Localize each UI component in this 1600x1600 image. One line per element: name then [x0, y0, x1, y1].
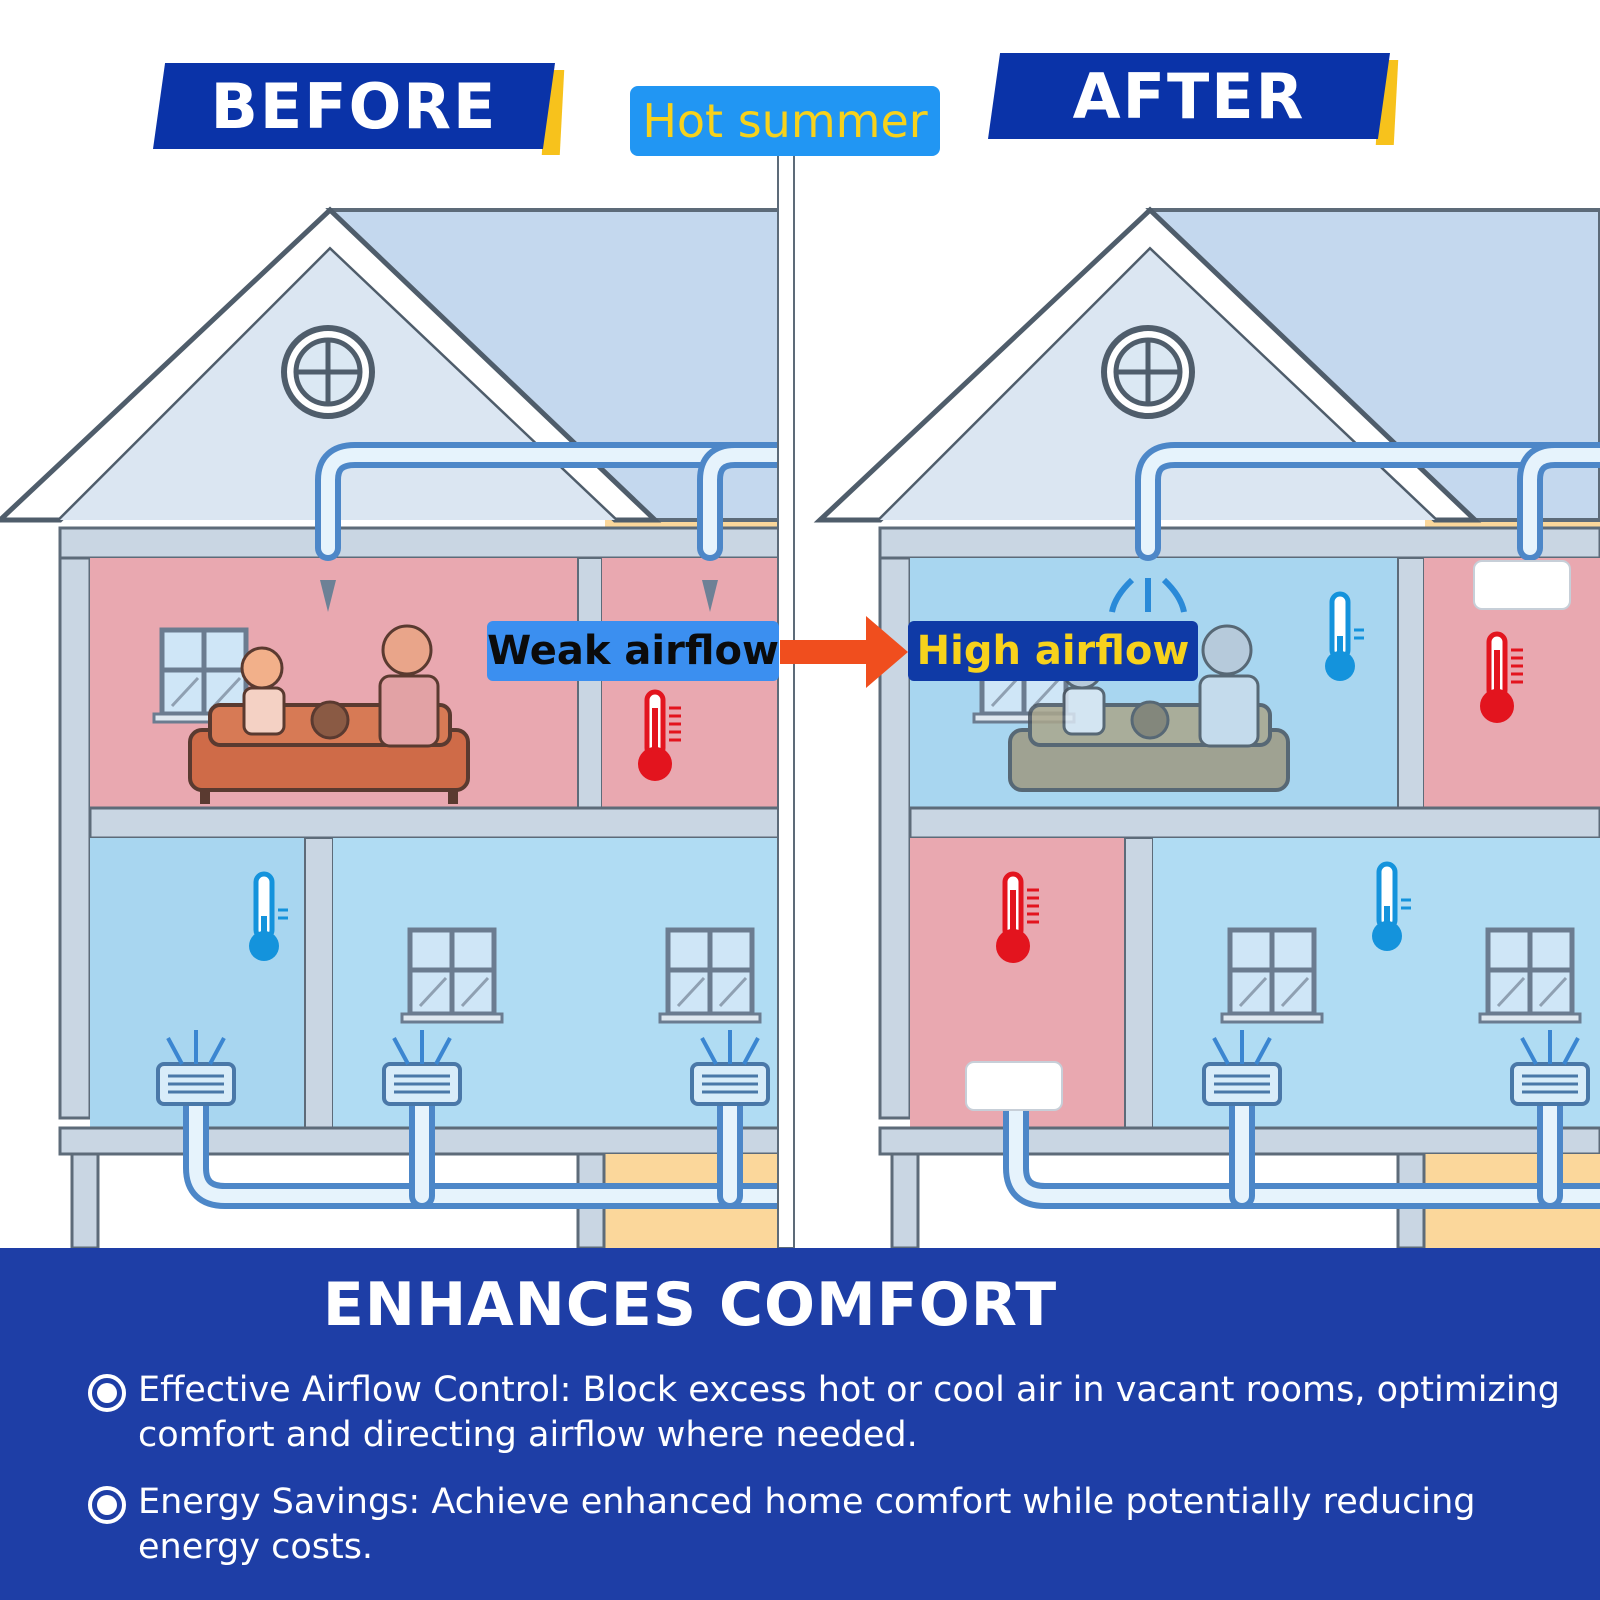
before-after-divider	[777, 154, 795, 1248]
before-lower-window-icon	[402, 930, 502, 1022]
after-attic-window-icon	[1104, 328, 1192, 416]
radio-bullet-icon	[88, 1486, 126, 1524]
after-label: AFTER	[988, 53, 1390, 139]
after-family-couch-icon	[1008, 624, 1290, 792]
after-lower-window-icon	[1222, 930, 1322, 1022]
benefit-text: Effective Airflow Control: Block excess …	[138, 1370, 1561, 1455]
benefits-title: ENHANCES COMFORT	[322, 1270, 1058, 1340]
after-strong-airflow-icon	[1109, 577, 1187, 613]
before-family-couch-icon	[188, 624, 470, 804]
after-closed-vent-cover-icon	[965, 1061, 1063, 1111]
benefit-text: Energy Savings: Achieve enhanced home co…	[138, 1482, 1476, 1567]
attic-window-icon	[284, 328, 372, 416]
benefit-item-airflow-control: Effective Airflow Control: Block excess …	[88, 1368, 1568, 1458]
before-floor-vent-icon-2	[382, 1028, 462, 1106]
benefits-panel: ENHANCES COMFORT Effective Airflow Contr…	[0, 1248, 1600, 1600]
after-lower-window-icon-2	[1480, 930, 1580, 1022]
after-closed-vent-cover-icon-2	[1473, 560, 1571, 610]
before-label: BEFORE	[153, 63, 555, 149]
after-floor-vent-icon	[1202, 1028, 1282, 1106]
benefit-item-energy-savings: Energy Savings: Achieve enhanced home co…	[88, 1480, 1568, 1570]
after-floor-vent-icon-2	[1510, 1028, 1590, 1106]
high-airflow-label: High airflow	[908, 621, 1198, 681]
before-floor-vent-icon-3	[690, 1028, 770, 1106]
before-hot-bedroom	[602, 558, 780, 808]
before-house	[0, 206, 793, 1248]
transition-arrow-icon	[780, 616, 908, 688]
season-label: Hot summer	[630, 86, 940, 156]
before-after-illustration	[0, 154, 1600, 1248]
after-house	[813, 206, 1600, 1248]
before-lower-window-icon-2	[660, 930, 760, 1022]
weak-airflow-label: Weak airflow	[487, 621, 779, 681]
before-ductwork	[183, 442, 793, 1209]
radio-bullet-icon	[88, 1374, 126, 1412]
before-floor-vent-icon	[156, 1028, 236, 1106]
